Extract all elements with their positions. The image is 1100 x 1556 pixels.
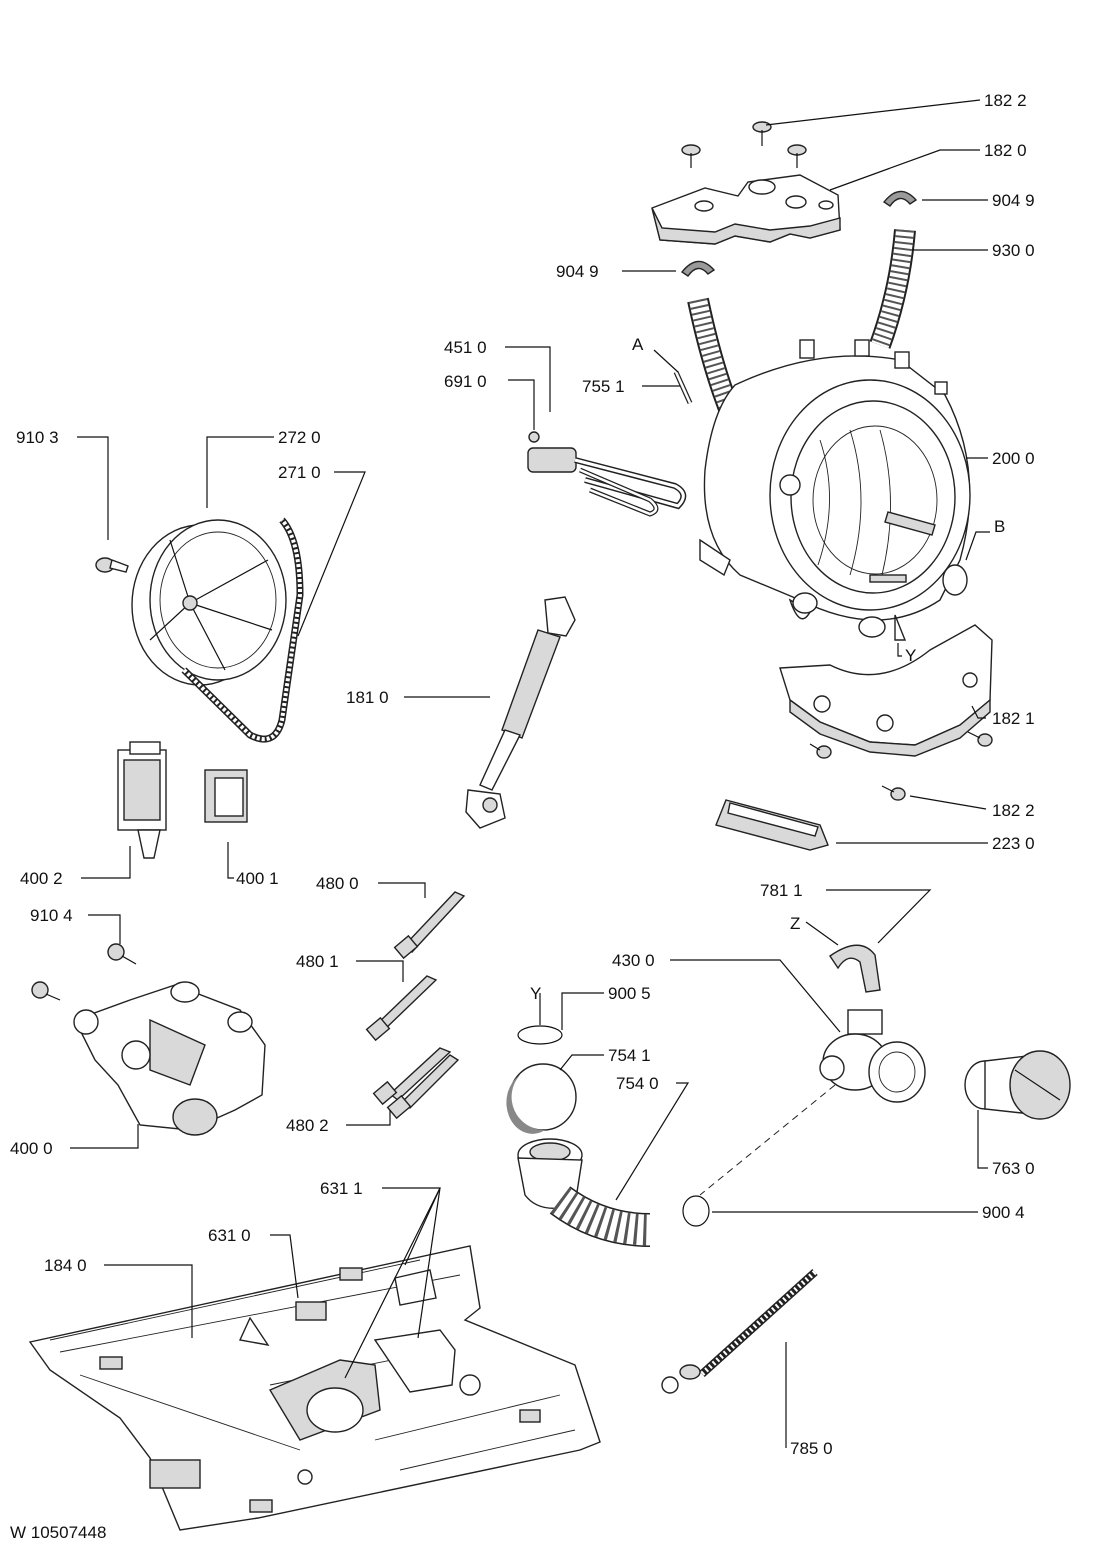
- part-label: 781 1: [760, 881, 803, 900]
- part-label: 271 0: [278, 463, 321, 482]
- part-label: 754 1: [608, 1046, 651, 1065]
- part-label: 400 1: [236, 869, 279, 888]
- assembly-line: [699, 1084, 836, 1196]
- filter-763-0: [964, 1050, 1071, 1120]
- part-label: 182 0: [984, 141, 1027, 160]
- bolt-480-1: [365, 975, 438, 1042]
- ring-900-5: [517, 1025, 563, 1045]
- clamp-900-4: [682, 1195, 710, 1227]
- part-223-0: [715, 799, 829, 851]
- part-label: 755 1: [582, 377, 625, 396]
- pulley-272-0: [131, 519, 287, 686]
- part-label: A: [632, 335, 644, 354]
- part-label: 930 0: [992, 241, 1035, 260]
- clip-904-9-right: [882, 190, 918, 207]
- heater-451-0: [527, 431, 687, 517]
- part-label: 223 0: [992, 834, 1035, 853]
- part-label: 181 0: [346, 688, 389, 707]
- callout-labels: 182 2 182 0 904 9 930 0 904 9 451 0 691 …: [10, 91, 1035, 1458]
- connector-400-1: [204, 769, 248, 823]
- part-label: B: [994, 517, 1005, 536]
- part-label: 182 1: [992, 709, 1035, 728]
- part-label: 631 1: [320, 1179, 363, 1198]
- part-label: 182 2: [992, 801, 1035, 820]
- part-label: 184 0: [44, 1256, 87, 1275]
- belt-271-0: [181, 517, 304, 743]
- part-label: 631 0: [208, 1226, 251, 1245]
- part-label: 900 5: [608, 984, 651, 1003]
- part-label: 910 4: [30, 906, 73, 925]
- part-label: 400 2: [20, 869, 63, 888]
- screw-182-2-top: [681, 121, 807, 168]
- part-label: 200 0: [992, 449, 1035, 468]
- hose-785-0: [661, 1269, 818, 1394]
- clip-904-9-left: [680, 260, 716, 277]
- part-label: Y: [530, 984, 541, 1003]
- ball-754-1: [506, 1063, 577, 1134]
- sump-hose-754-0: [517, 1138, 651, 1247]
- part-label: 182 2: [984, 91, 1027, 110]
- counterweight-top: [651, 174, 841, 245]
- part-label: 400 0: [10, 1139, 53, 1158]
- screw-910-3: [95, 557, 129, 573]
- part-label: 785 0: [790, 1439, 833, 1458]
- part-label: 480 1: [296, 952, 339, 971]
- bolt-480-2: [372, 1047, 460, 1120]
- part-label: 754 0: [616, 1074, 659, 1093]
- drawing-reference: W 10507448: [10, 1523, 106, 1542]
- part-label: 691 0: [444, 372, 487, 391]
- part-label: 910 3: [16, 428, 59, 447]
- part-label: 763 0: [992, 1159, 1035, 1178]
- module-400-2: [117, 741, 167, 859]
- part-label: 272 0: [278, 428, 321, 447]
- part-label: 480 2: [286, 1116, 329, 1135]
- part-label: 480 0: [316, 874, 359, 893]
- part-label: Z: [790, 914, 800, 933]
- part-label: Y: [905, 646, 916, 665]
- part-label: 900 4: [982, 1203, 1025, 1222]
- leader-lines: [70, 99, 990, 1448]
- pin-755-1: [673, 370, 693, 405]
- pump-430-0: [819, 944, 926, 1103]
- part-label: 904 9: [556, 262, 599, 281]
- damper-181-0: [465, 596, 576, 829]
- bolt-480-0: [393, 891, 466, 960]
- part-label: 430 0: [612, 951, 655, 970]
- part-label: 904 9: [992, 191, 1035, 210]
- screw-182-2-bottom: [809, 731, 993, 801]
- base-184-0: [28, 1245, 601, 1531]
- motor-400-0: [73, 981, 266, 1136]
- part-label: 451 0: [444, 338, 487, 357]
- tub-200-0: [699, 339, 971, 641]
- screw-910-4: [31, 943, 137, 1001]
- counterweight-bottom: [779, 624, 993, 757]
